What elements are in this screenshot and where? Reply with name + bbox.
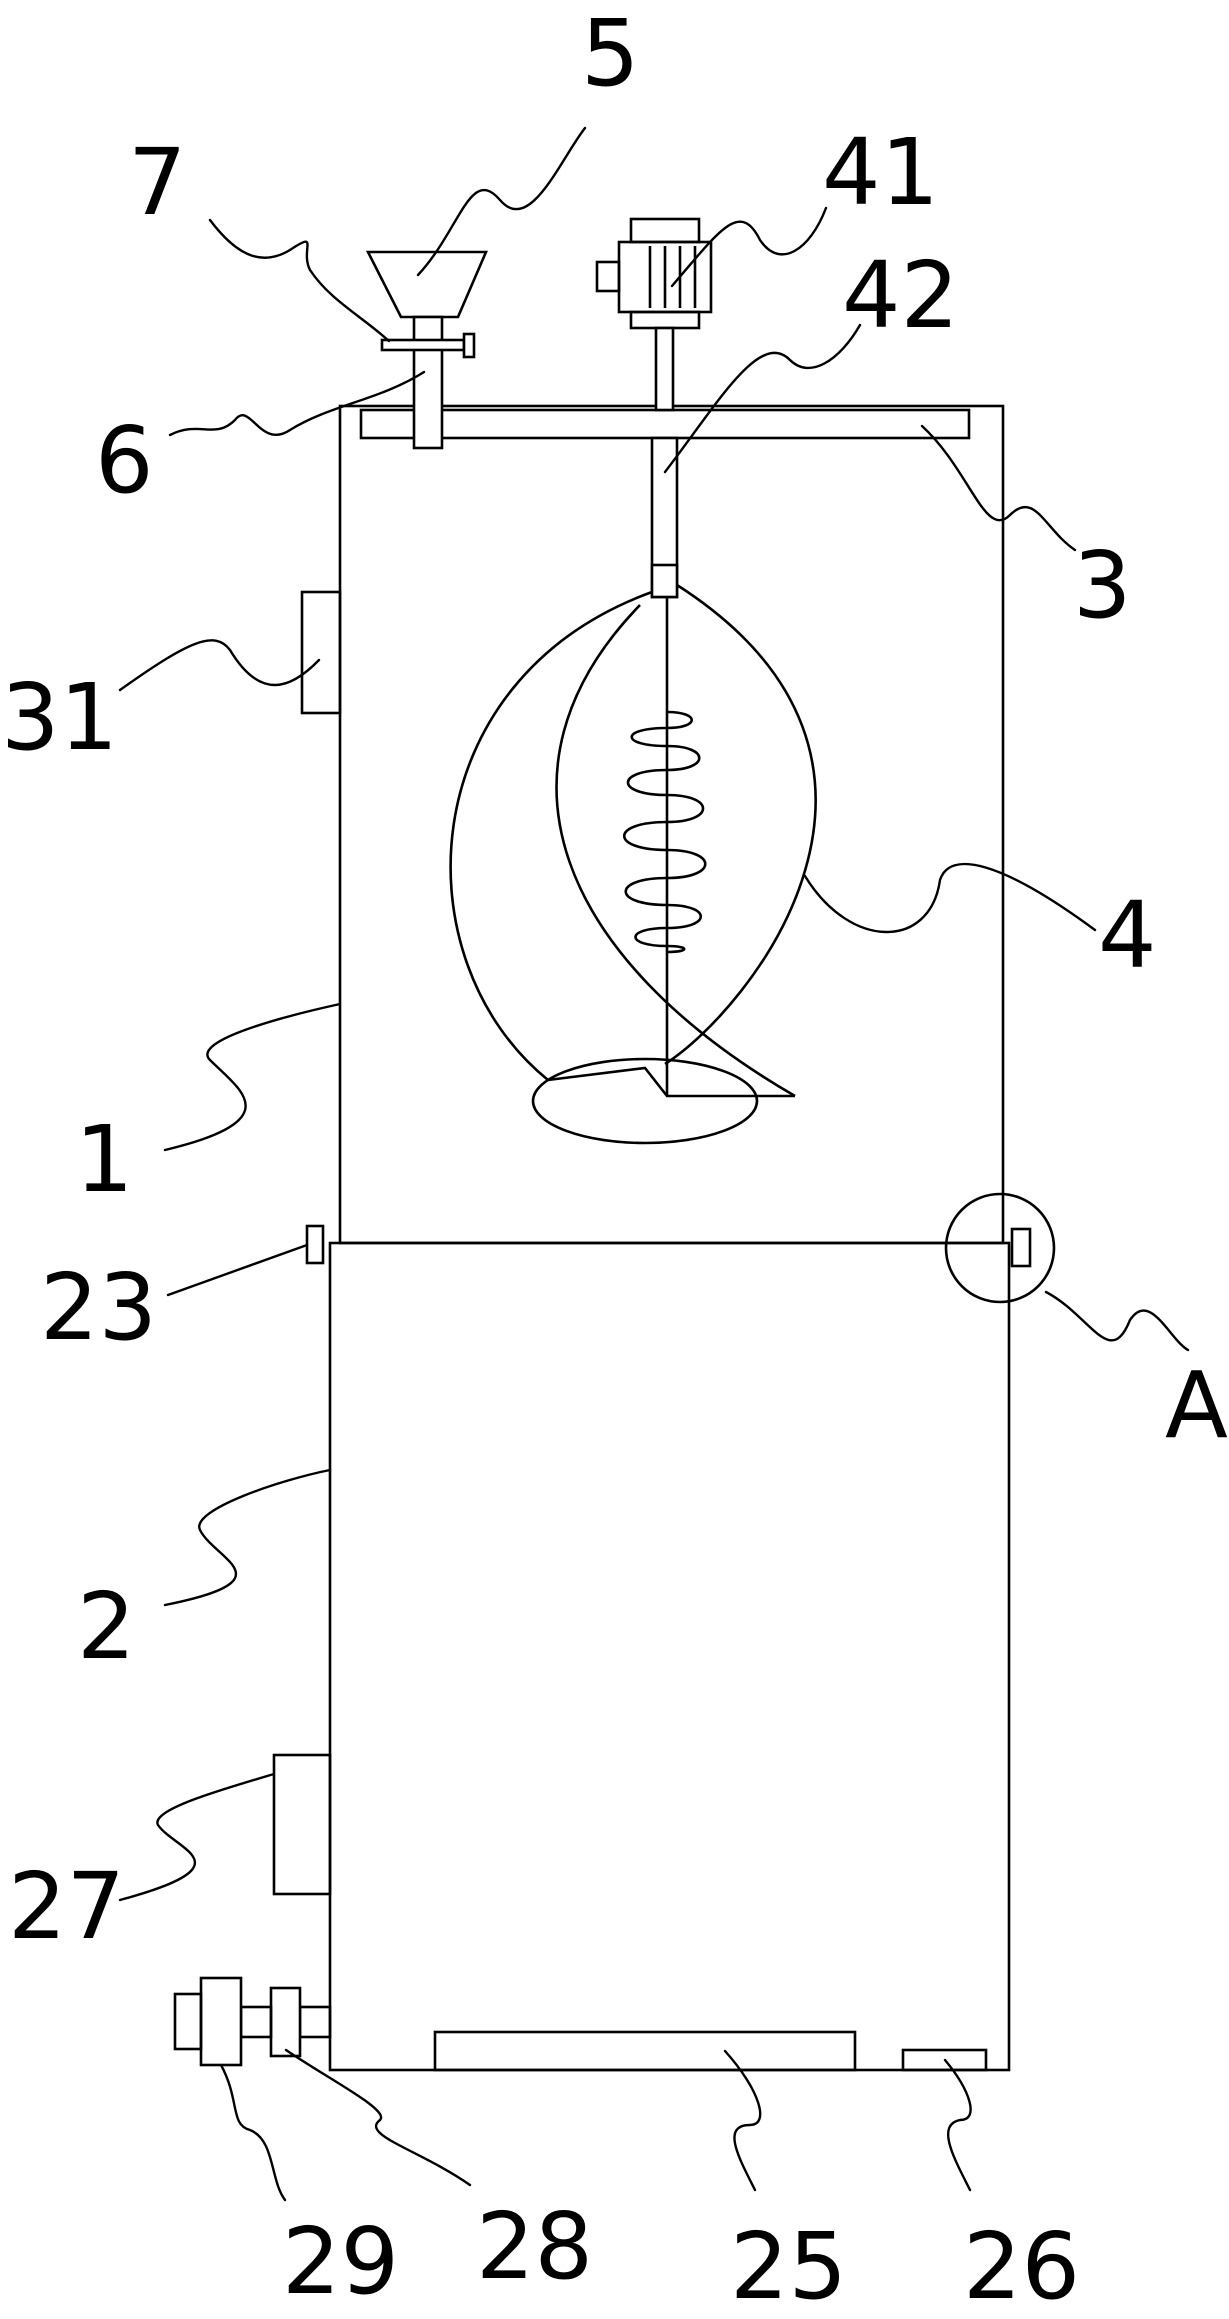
outlet-nozzle <box>173 1992 203 2051</box>
bottom-sensor <box>901 2048 988 2072</box>
leader-A <box>1044 1290 1190 1352</box>
feed-pipe <box>412 315 444 450</box>
callout-26: 26 <box>963 2213 1080 2319</box>
callout-3: 3 <box>1073 532 1132 639</box>
callout-4: 4 <box>1098 882 1157 989</box>
callout-1: 1 <box>75 1106 134 1213</box>
leader-28 <box>284 2048 472 2187</box>
stirrer-blade-left <box>449 590 653 1082</box>
leader-29 <box>219 2063 287 2202</box>
stirrer-bottom-ring <box>531 1057 759 1145</box>
spiral-coil <box>622 710 707 954</box>
leader-5 <box>416 126 587 277</box>
outlet-stub <box>298 2005 332 2039</box>
leader-23 <box>166 1243 309 1297</box>
callout-29: 29 <box>282 2208 399 2315</box>
callout-7: 7 <box>128 129 187 236</box>
right-latch <box>1010 1227 1032 1268</box>
outlet-valve <box>269 1986 302 2058</box>
leader-3 <box>920 424 1077 552</box>
leader-7 <box>208 218 391 343</box>
callout-A: A <box>1165 1352 1228 1459</box>
stirrer-bottom-brace <box>547 1066 795 1098</box>
upper-control-box <box>300 590 342 715</box>
callout-6: 6 <box>95 407 154 514</box>
leader-2 <box>163 1468 332 1607</box>
callout-42: 42 <box>842 242 959 349</box>
leader-6 <box>168 370 426 437</box>
detail-a-circle <box>944 1192 1056 1304</box>
callout-25: 25 <box>730 2213 847 2319</box>
leader-26 <box>943 2058 972 2192</box>
callout-5: 5 <box>581 0 640 107</box>
top-cover-plate <box>359 408 971 440</box>
shaft-coupling <box>650 563 679 599</box>
callout-31: 31 <box>1 664 118 771</box>
bottom-tray <box>433 2030 857 2072</box>
lower-control-box <box>272 1753 332 1896</box>
callout-23: 23 <box>40 1254 157 1361</box>
callout-27: 27 <box>8 1853 125 1960</box>
callout-2: 2 <box>77 1573 136 1680</box>
leader-27 <box>118 1772 276 1902</box>
callout-41: 41 <box>822 119 939 226</box>
outlet-pipe-mid <box>239 2005 273 2039</box>
motor-cap <box>629 217 701 244</box>
stirrer-blade-right <box>664 583 817 1066</box>
leader-25 <box>723 2049 762 2192</box>
left-latch <box>305 1224 325 1265</box>
callout-28: 28 <box>476 2193 593 2300</box>
leader-42 <box>663 323 862 474</box>
outlet-flange <box>199 1976 243 2067</box>
leader-31 <box>118 639 321 692</box>
leader-41 <box>670 206 828 288</box>
leader-1 <box>163 1002 342 1152</box>
stirrer-blade-inner <box>555 604 796 1098</box>
feed-valve-knob <box>462 332 476 359</box>
lower-box <box>328 1241 1011 2072</box>
leader-4 <box>803 862 1097 934</box>
motor-base <box>629 310 701 330</box>
motor-shaft-upper <box>654 326 675 412</box>
motor-side-box <box>595 260 621 293</box>
feed-valve-handle <box>380 338 466 352</box>
feed-hopper <box>365 250 488 319</box>
